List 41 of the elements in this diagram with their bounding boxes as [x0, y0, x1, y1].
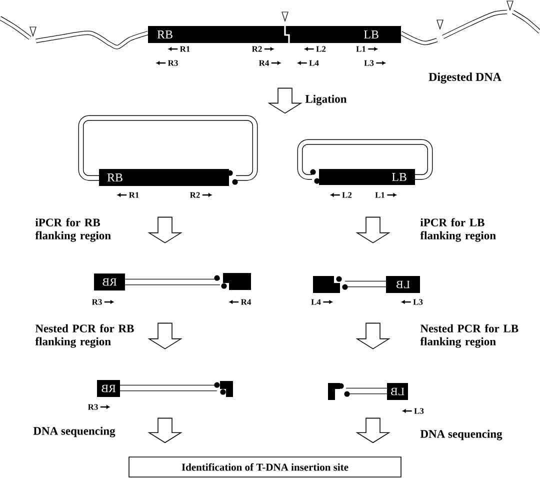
primer-label: L2	[316, 46, 326, 52]
flow-arrow	[356, 418, 390, 444]
primer-label: R2	[252, 46, 262, 52]
step-label: iPCR for LB flanking region	[420, 218, 496, 242]
dna-fragment: RB	[94, 274, 125, 290]
primer-label: R3	[168, 60, 178, 66]
dna-bar: RB LB	[148, 26, 401, 43]
flow-arrow	[148, 322, 182, 350]
dna-fragment: LB	[386, 276, 420, 293]
step-label: iPCR for RB flanking region	[35, 218, 111, 242]
flow-arrow	[148, 216, 182, 244]
dna-fragment: LB	[387, 383, 408, 400]
primer-label: R1	[128, 192, 139, 198]
flow-arrow	[356, 322, 390, 350]
primer-label: L3	[364, 60, 374, 66]
primer-label: L4	[311, 299, 321, 305]
primer-label: L3	[413, 299, 423, 305]
dna-bar: LB	[319, 169, 415, 185]
flow-arrow	[356, 216, 390, 244]
flow-arrow	[148, 418, 182, 444]
step-label: Nested PCR for LB flanking region	[420, 324, 518, 348]
primer-label: L2	[342, 192, 352, 198]
primer-label: R1	[180, 46, 190, 52]
node-label: Digested DNA	[428, 72, 502, 84]
step-label: Nested PCR for RB flanking region	[35, 324, 134, 348]
primer-label: R3	[92, 299, 102, 305]
primer-label: L1	[375, 192, 385, 198]
step-label: DNA sequencing	[33, 426, 116, 438]
primer-label: R3	[88, 404, 98, 410]
dna-bar: RB	[99, 169, 229, 186]
step-label: Ligation	[305, 94, 347, 106]
primer-label: R2	[190, 192, 200, 198]
primer-label: L4	[309, 60, 319, 66]
step-label: DNA sequencing	[420, 430, 502, 440]
primer-label: L3	[414, 408, 424, 414]
flow-arrow	[268, 88, 302, 114]
result-box: Identification of T-DNA insertion site	[128, 456, 402, 478]
primer-label: R4	[258, 60, 270, 66]
primer-label: R4	[240, 299, 252, 305]
dna-fragment: RB	[97, 380, 120, 397]
primer-label: L1	[356, 46, 366, 52]
